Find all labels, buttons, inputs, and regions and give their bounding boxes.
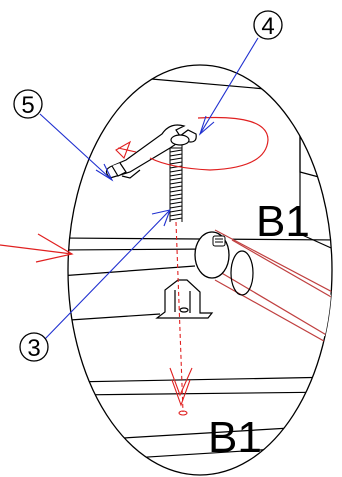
insert-line bbox=[175, 221, 184, 413]
part-label-b1-lower: B1 bbox=[208, 413, 262, 462]
rotation-arrow-tip bbox=[115, 140, 137, 159]
callout-3: 3 bbox=[19, 332, 49, 362]
rotation-arc bbox=[149, 116, 269, 171]
detail-content bbox=[68, 77, 332, 471]
lower-body bbox=[69, 313, 332, 471]
bolt-thread bbox=[169, 148, 183, 222]
callout-5: 5 bbox=[13, 89, 43, 119]
callout-5-number: 5 bbox=[21, 92, 34, 119]
spanner-wrench bbox=[105, 124, 197, 179]
callout-4: 4 bbox=[253, 10, 283, 40]
rod-pin bbox=[212, 235, 226, 247]
insert-arrows bbox=[169, 367, 193, 416]
bracket bbox=[155, 279, 214, 319]
callout-4-number: 4 bbox=[261, 13, 274, 40]
bolt bbox=[169, 139, 183, 222]
detail-view-ellipse bbox=[67, 64, 333, 476]
rod bbox=[194, 229, 332, 351]
part-label-b1-upper: B1 bbox=[256, 197, 310, 246]
callout-3-number: 3 bbox=[27, 335, 40, 362]
callout-leaders bbox=[39, 37, 259, 341]
entry-arrow bbox=[0, 233, 74, 263]
